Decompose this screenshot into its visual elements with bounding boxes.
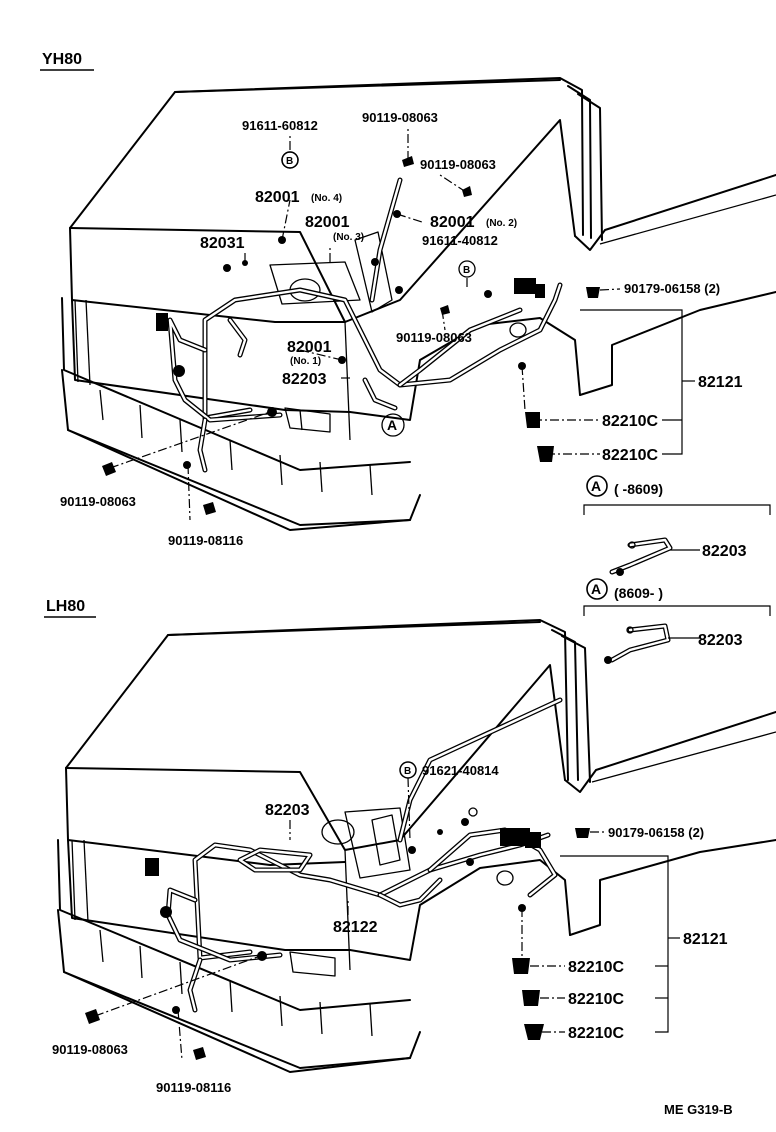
clamp-icon [524, 1024, 544, 1040]
label-82210c-top1: 82210C [602, 413, 658, 430]
label-82210c-bot2: 82210C [568, 991, 624, 1008]
label-90179-06158-bottom: 90179-06158 (2) [608, 825, 704, 840]
horn-connector-icon [156, 313, 168, 331]
wire-harness-82121-lh80 [165, 697, 563, 1013]
marker-b-top2: B [463, 265, 470, 276]
label-91611-60812: 91611-60812 [242, 118, 318, 133]
marker-b-top1: B [286, 156, 293, 167]
label-90119-08063-b: 90119-08063 [420, 157, 496, 172]
connectors-yh80 [102, 151, 600, 515]
label-82001-no2-note: (No. 2) [486, 218, 517, 229]
label-91621-40814: 91621-40814 [422, 763, 499, 778]
label-90119-08063-c: 90119-08063 [396, 330, 472, 345]
connectors-lh80 [85, 761, 590, 1060]
truck-cab-lh80 [57, 619, 776, 1073]
clamp-icon [525, 412, 540, 428]
label-82001-no1-note: (No. 1) [290, 356, 321, 367]
label-82121-top: 82121 [698, 374, 743, 391]
label-82203-bottom: 82203 [265, 802, 310, 819]
marker-a-inset1: A [591, 478, 601, 494]
label-82001-no2: 82001 [430, 214, 475, 231]
label-90119-08063-d: 90119-08063 [60, 494, 136, 509]
bolt-icon [102, 462, 116, 476]
clamp-icon [537, 446, 554, 462]
label-90119-08063-e: 90119-08063 [52, 1042, 128, 1057]
label-82121-bottom: 82121 [683, 931, 728, 948]
wire-harness-82121-yh80 [167, 177, 563, 473]
figure-code: ME G319-B [664, 1102, 733, 1117]
truck-cab-yh80 [61, 77, 776, 531]
label-91611-40812: 91611-40812 [422, 233, 498, 248]
label-90119-08116-top: 90119-08116 [168, 533, 243, 548]
relay-block-icon [514, 278, 536, 294]
clamp-icon [522, 990, 540, 1006]
marker-a-inset2: A [591, 581, 601, 597]
label-82122: 82122 [333, 919, 378, 936]
inset1-part-82203: 82203 [702, 543, 747, 560]
label-82001-no4: 82001 [255, 189, 300, 206]
marker-b-circle [281, 151, 299, 169]
label-82203-top: 82203 [282, 371, 327, 388]
section-title-lh80: LH80 [46, 598, 85, 615]
inset1-range: ( -8609) [614, 481, 663, 497]
label-82001-no3-note: (No. 3) [333, 232, 364, 243]
section-title-yh80: YH80 [42, 51, 82, 68]
leader-lines-lh80 [94, 777, 680, 1061]
label-82210c-bot1: 82210C [568, 959, 624, 976]
marker-b-bottom: B [404, 766, 411, 777]
relay-block-icon [500, 828, 530, 846]
label-90119-08063-a: 90119-08063 [362, 110, 438, 125]
inset-a-before-8609: A ( -8609) 82203 [583, 475, 771, 576]
inset2-range: (8609- ) [614, 585, 663, 601]
label-90179-06158-top: 90179-06158 (2) [624, 281, 720, 296]
label-82001-no1: 82001 [287, 339, 332, 356]
label-82001-no3: 82001 [305, 214, 350, 231]
marker-a-top: A [387, 417, 397, 433]
label-82210c-bot3: 82210C [568, 1025, 624, 1042]
label-82031: 82031 [200, 235, 245, 252]
inset-a-after-8609: A (8609- ) 82203 [583, 578, 771, 664]
clamp-icon [512, 958, 530, 974]
bolt-icon [85, 1009, 100, 1024]
inset2-part-82203: 82203 [698, 632, 743, 649]
label-82210c-top2: 82210C [602, 447, 658, 464]
horn-connector-icon [145, 858, 159, 876]
label-82001-no4-note: (No. 4) [311, 193, 342, 204]
label-90119-08116-bottom: 90119-08116 [156, 1080, 231, 1095]
leader-lines-yh80 [109, 128, 695, 521]
